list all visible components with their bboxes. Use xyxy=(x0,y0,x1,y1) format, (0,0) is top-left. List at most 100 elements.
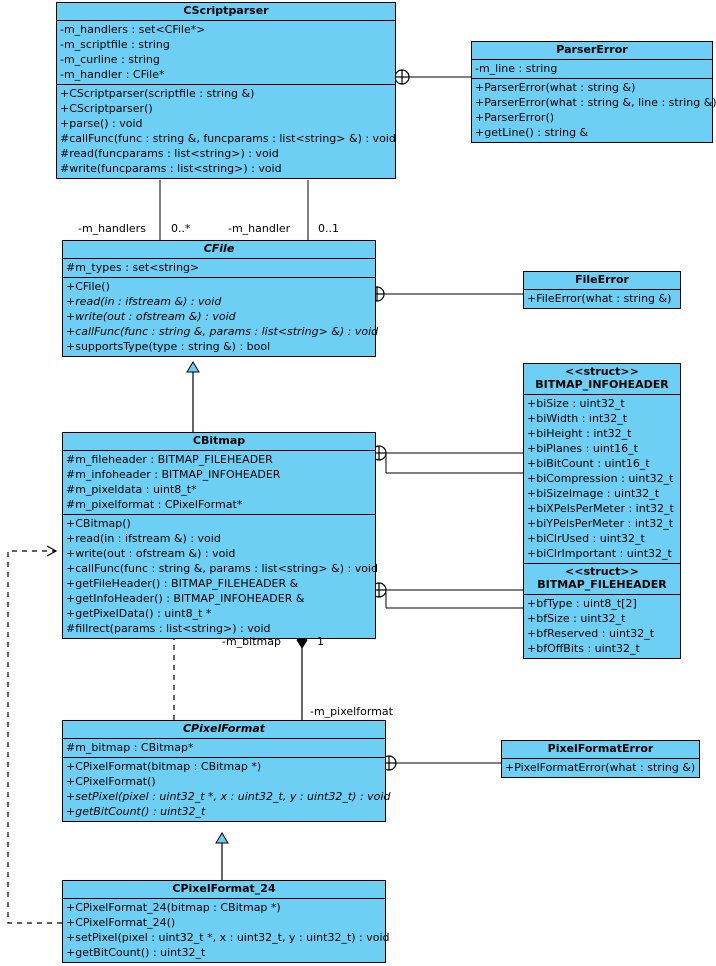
operation: +CPixelFormat(bitmap : CBitmap *) xyxy=(66,760,262,773)
attribute: #m_infoheader : BITMAP_INFOHEADER xyxy=(66,468,281,481)
operation: +write(out : ofstream &) : void xyxy=(66,547,236,560)
operation: +ParserError(what : string &) xyxy=(475,81,636,94)
operation: +ParserError() xyxy=(475,111,555,124)
attributes-cpixelformat: #m_bitmap : CBitmap* xyxy=(63,739,385,758)
attribute: +biXPelsPerMeter : int32_t xyxy=(527,502,674,515)
operations-pixelformaterror: +PixelFormatError(what : string &) xyxy=(502,759,699,777)
attribute: +biClrUsed : uint32_t xyxy=(527,532,645,545)
class-cfile[interactable]: CFile #m_types : set<string> +CFile() +r… xyxy=(62,240,379,357)
operation: +CPixelFormat_24(bitmap : CBitmap *) xyxy=(66,901,281,914)
attribute: -m_handler : CFile* xyxy=(60,68,165,81)
operations-cpixelformat-24: +CPixelFormat_24(bitmap : CBitmap *) +CP… xyxy=(63,899,390,962)
operation: +supportsType(type : string &) : bool xyxy=(66,340,271,353)
class-parsererror[interactable]: ParserError -m_line : string +ParserErro… xyxy=(471,41,716,143)
attribute: +biYPelsPerMeter : int32_t xyxy=(527,517,674,530)
operation: +parse() : void xyxy=(60,117,143,130)
class-title-fileerror: FileError xyxy=(524,272,680,290)
class-cpixelformat[interactable]: CPixelFormat #m_bitmap : CBitmap* +CPixe… xyxy=(62,720,391,822)
operation: +setPixel(pixel : uint32_t *, x : uint32… xyxy=(66,790,391,803)
attribute: +biSize : uint32_t xyxy=(527,397,625,410)
operation: +getBitCount() : uint32_t xyxy=(66,946,206,959)
attributes-cbitmap: #m_fileheader : BITMAP_FILEHEADER #m_inf… xyxy=(63,451,375,515)
operation: #fillrect(params : list<string>) : void xyxy=(66,622,271,635)
attribute: +bfSize : uint32_t xyxy=(527,612,626,625)
operation: +PixelFormatError(what : string &) xyxy=(505,761,696,774)
attribute: +biCompression : uint32_t xyxy=(527,472,674,485)
stereotype-struct: <<struct>> xyxy=(565,365,639,378)
attributes-cscriptparser: -m_handlers : set<CFile*> -m_scriptfile … xyxy=(57,21,395,85)
operations-parsererror: +ParserError(what : string &) +ParserErr… xyxy=(472,79,716,142)
operation: +read(in : ifstream &) : void xyxy=(66,532,221,545)
class-title-cfile: CFile xyxy=(63,241,375,259)
attribute: +biSizeImage : uint32_t xyxy=(527,487,660,500)
class-title-pixelformaterror: PixelFormatError xyxy=(502,741,699,759)
operation: +CScriptparser() xyxy=(60,102,153,115)
operation: #callFunc(func : string &, funcparams : … xyxy=(60,132,396,145)
class-title-bitmap-fileheader: <<struct>> BITMAP_FILEHEADER xyxy=(524,564,680,595)
assoc-label-m-handlers-mult: 0..* xyxy=(171,222,191,235)
assoc-label-m-handlers-role: -m_handlers xyxy=(78,222,146,235)
attribute: -m_handlers : set<CFile*> xyxy=(60,23,206,36)
composition-label-m-pixelformat: -m_pixelformat xyxy=(310,705,393,718)
operation: +ParserError(what : string &, line : str… xyxy=(475,96,716,109)
operation: +callFunc(func : string &, params : list… xyxy=(66,562,378,575)
operation: +getLine() : string & xyxy=(475,126,589,139)
attribute: #m_types : set<string> xyxy=(66,261,200,274)
attribute: +biWidth : int32_t xyxy=(527,412,628,425)
attribute: +bfReserved : uint32_t xyxy=(527,627,655,640)
operation: +getInfoHeader() : BITMAP_INFOHEADER & xyxy=(66,592,305,605)
attribute: #m_fileheader : BITMAP_FILEHEADER xyxy=(66,453,273,466)
attribute: -m_scriptfile : string xyxy=(60,38,170,51)
class-fileerror[interactable]: FileError +FileError(what : string &) xyxy=(523,271,681,309)
class-title-bitmap-infoheader: <<struct>> BITMAP_INFOHEADER xyxy=(524,364,680,395)
class-pixelformaterror[interactable]: PixelFormatError +PixelFormatError(what … xyxy=(501,740,700,778)
operation: +FileError(what : string &) xyxy=(527,292,672,305)
operation: #write(funcparams : list<string>) : void xyxy=(60,162,282,175)
operations-fileerror: +FileError(what : string &) xyxy=(524,290,680,308)
struct-name: BITMAP_INFOHEADER xyxy=(535,378,669,391)
operation: +getPixelData() : uint8_t * xyxy=(66,607,212,620)
class-cscriptparser[interactable]: CScriptparser -m_handlers : set<CFile*> … xyxy=(56,2,396,179)
operation: +setPixel(pixel : uint32_t *, x : uint32… xyxy=(66,931,390,944)
operation: +CFile() xyxy=(66,280,110,293)
attributes-parsererror: -m_line : string xyxy=(472,60,712,79)
dependency-cpf24-cbitmap xyxy=(7,545,62,924)
composition-label-m-bitmap: -m_bitmap xyxy=(222,635,281,648)
class-bitmap-infoheader[interactable]: <<struct>> BITMAP_INFOHEADER +biSize : u… xyxy=(523,363,681,564)
attribute: +biClrImportant : uint32_t xyxy=(527,547,672,560)
composition-label-multiplicity: 1 xyxy=(317,635,324,648)
operation: +CPixelFormat_24() xyxy=(66,916,176,929)
attribute: -m_curline : string xyxy=(60,53,160,66)
class-title-parsererror: ParserError xyxy=(472,42,712,60)
attribute: +biHeight : int32_t xyxy=(527,427,632,440)
attributes-bitmap-fileheader: +bfType : uint8_t[2] +bfSize : uint32_t … xyxy=(524,595,680,658)
attributes-bitmap-infoheader: +biSize : uint32_t +biWidth : int32_t +b… xyxy=(524,395,680,563)
operations-cpixelformat: +CPixelFormat(bitmap : CBitmap *) +CPixe… xyxy=(63,758,391,821)
operations-cfile: +CFile() +read(in : ifstream &) : void +… xyxy=(63,278,379,356)
struct-name: BITMAP_FILEHEADER xyxy=(537,578,667,591)
operations-cbitmap: +CBitmap() +read(in : ifstream &) : void… xyxy=(63,515,378,638)
attribute: #m_pixeldata : uint8_t* xyxy=(66,483,197,496)
operation: +write(out : ofstream &) : void xyxy=(66,310,236,323)
class-cbitmap[interactable]: CBitmap #m_fileheader : BITMAP_FILEHEADE… xyxy=(62,432,378,639)
class-title-cpixelformat-24: CPixelFormat_24 xyxy=(63,881,385,899)
class-title-cpixelformat: CPixelFormat xyxy=(63,721,385,739)
class-cpixelformat-24[interactable]: CPixelFormat_24 +CPixelFormat_24(bitmap … xyxy=(62,880,390,963)
class-title-cscriptparser: CScriptparser xyxy=(57,3,395,21)
attribute: -m_line : string xyxy=(475,62,558,75)
operation: +callFunc(func : string &, params : list… xyxy=(66,325,379,338)
operation: +CBitmap() xyxy=(66,517,131,530)
operation: +getFileHeader() : BITMAP_FILEHEADER & xyxy=(66,577,299,590)
class-bitmap-fileheader[interactable]: <<struct>> BITMAP_FILEHEADER +bfType : u… xyxy=(523,563,681,659)
attribute: +biBitCount : uint16_t xyxy=(527,457,650,470)
assoc-label-m-handler-mult: 0..1 xyxy=(318,222,339,235)
assoc-label-m-handler-role: -m_handler xyxy=(228,222,291,235)
attribute: +biPlanes : uint16_t xyxy=(527,442,638,455)
class-title-cbitmap: CBitmap xyxy=(63,433,375,451)
operation: #read(funcparams : list<string>) : void xyxy=(60,147,279,160)
attribute: +bfOffBits : uint32_t xyxy=(527,642,640,655)
attributes-cfile: #m_types : set<string> xyxy=(63,259,375,278)
attribute: #m_pixelformat : CPixelFormat* xyxy=(66,498,243,511)
attribute: #m_bitmap : CBitmap* xyxy=(66,741,194,754)
